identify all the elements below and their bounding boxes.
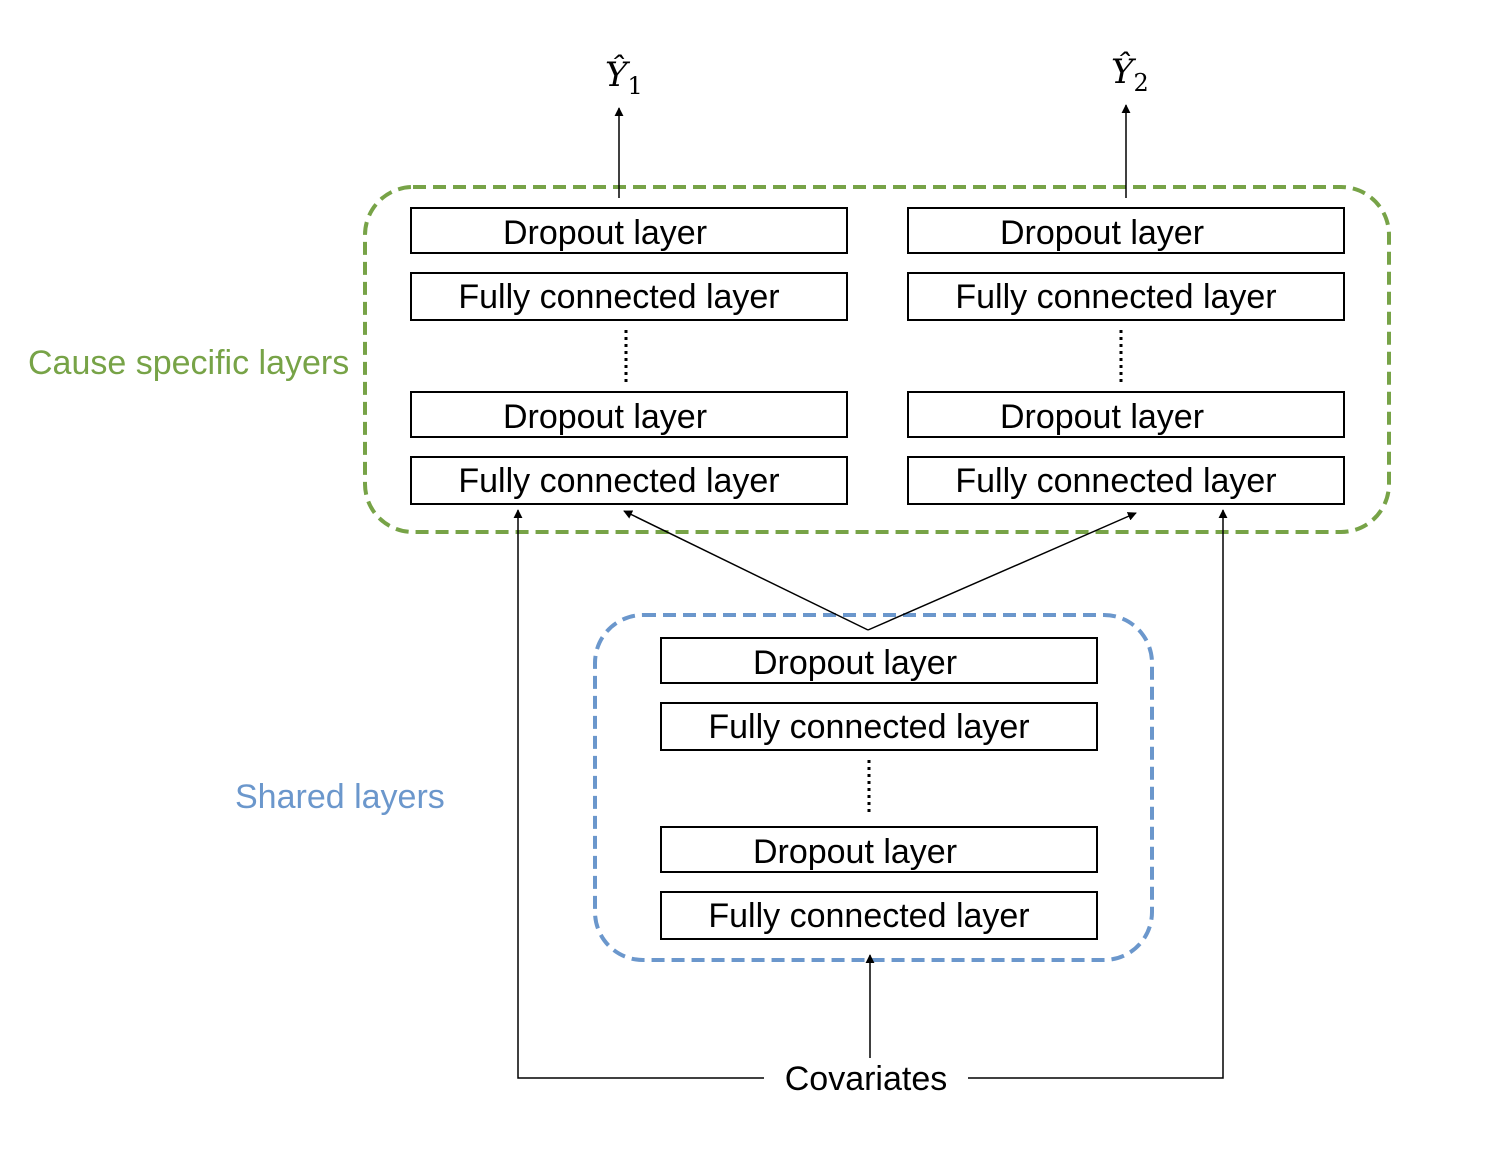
layer-label: Fully connected layer xyxy=(955,462,1276,500)
shared-stack: Dropout layer Fully connected layer Drop… xyxy=(660,637,1098,940)
layer-label: Fully connected layer xyxy=(708,897,1029,935)
cause-specific-right-stack: Dropout layer Fully connected layer Drop… xyxy=(907,207,1345,505)
layer-box xyxy=(410,207,848,254)
cause-specific-label: Cause specific layers xyxy=(28,344,349,382)
layer-label: Dropout layer xyxy=(753,833,957,871)
output-label-y1-base: Ŷ xyxy=(605,54,631,95)
layer-label: Fully connected layer xyxy=(708,708,1029,746)
layer-box xyxy=(660,826,1098,873)
layer-label: Dropout layer xyxy=(503,398,707,436)
output-label-y1-sub: 1 xyxy=(627,72,642,100)
shared-to-right-arrow xyxy=(867,512,1137,631)
layer-box xyxy=(907,456,1345,505)
layer-box xyxy=(410,456,848,505)
output-label-y2-base: Ŷ xyxy=(1111,51,1137,92)
layer-label: Dropout layer xyxy=(503,214,707,252)
output-label-y2: Ŷ2 xyxy=(1111,51,1149,97)
layer-label: Fully connected layer xyxy=(458,462,779,500)
layer-box xyxy=(660,637,1098,684)
layer-box xyxy=(660,891,1098,940)
layer-box xyxy=(660,702,1098,751)
output-label-y1: Ŷ1 xyxy=(605,54,643,100)
layer-label: Dropout layer xyxy=(1000,398,1204,436)
layer-box xyxy=(907,207,1345,254)
covariates-skip-left-arrow xyxy=(513,509,764,1079)
layer-label: Fully connected layer xyxy=(458,278,779,316)
layer-box xyxy=(907,272,1345,321)
layer-box xyxy=(410,272,848,321)
shared-to-left-arrow xyxy=(623,510,869,631)
layer-label: Dropout layer xyxy=(753,644,957,682)
layer-label: Fully connected layer xyxy=(955,278,1276,316)
covariates-label: Covariates xyxy=(785,1060,948,1098)
layer-box xyxy=(410,391,848,438)
layer-box xyxy=(907,391,1345,438)
covariates-skip-right-arrow xyxy=(968,509,1228,1079)
cause-specific-left-stack: Dropout layer Fully connected layer Drop… xyxy=(410,207,848,505)
output-label-y2-sub: 2 xyxy=(1133,69,1148,97)
shared-label: Shared layers xyxy=(235,778,445,816)
layer-label: Dropout layer xyxy=(1000,214,1204,252)
cause-specific-group-border xyxy=(363,185,1391,534)
